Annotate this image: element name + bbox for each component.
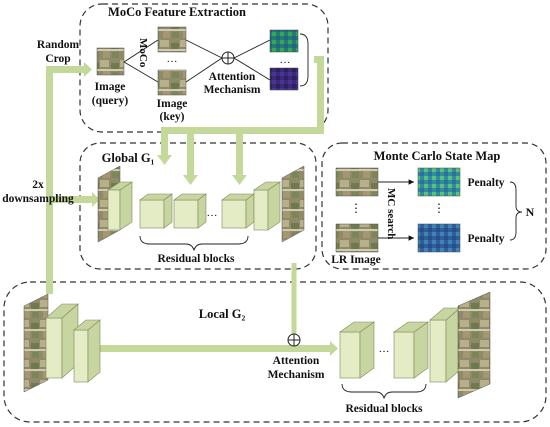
n-label: N — [526, 205, 535, 219]
random-crop-line1: Random — [37, 39, 80, 51]
global-blocks — [107, 181, 281, 231]
moco-connectors — [123, 39, 271, 83]
global-residual-brace — [139, 235, 249, 252]
residual-block-3-side — [245, 193, 255, 229]
global-block-first-side — [119, 181, 133, 231]
residual-block-2 — [173, 199, 199, 229]
local-block-a-top — [45, 303, 79, 319]
lr-image-2 — [335, 223, 379, 253]
monte-carlo-box — [321, 142, 547, 270]
local-block-b-side — [87, 319, 101, 383]
moco-box — [79, 3, 329, 133]
local-residual-brace — [341, 383, 427, 400]
mc-search-label: MC search — [385, 188, 397, 239]
local-output-image — [457, 291, 491, 399]
lr-image-1 — [335, 167, 379, 197]
penalty-brace — [509, 181, 523, 241]
global-block-last — [253, 189, 269, 231]
feature-bracket — [299, 33, 309, 87]
key-image-2 — [157, 69, 187, 96]
local-title: Local G₂ — [199, 307, 246, 321]
residual-block-1 — [139, 199, 165, 229]
local-block-a — [45, 317, 63, 379]
local-attention-line2: Mechanism — [268, 369, 325, 381]
local-residual-block-1-top — [339, 321, 375, 333]
residual-block-2-side — [197, 193, 207, 229]
moco-attention-line1: Attention — [209, 71, 256, 83]
moco-attention-plus-icon — [221, 51, 235, 65]
penalty-bottom: Penalty — [467, 233, 504, 245]
downsampling-line2: downsampling — [2, 193, 74, 205]
query-label-line1: Image — [95, 81, 126, 93]
local-residual-block-2-top — [393, 321, 429, 333]
lr-label: LR Image — [331, 254, 381, 266]
key-label-line2: (key) — [160, 111, 185, 123]
penalty-top: Penalty — [467, 177, 504, 189]
local-block-b — [73, 329, 89, 383]
lr-dots: ⋮ — [350, 201, 362, 215]
local-residual-label: Residual blocks — [345, 403, 423, 415]
local-input-blocks — [45, 303, 101, 383]
mc-arrows — [378, 179, 414, 241]
moco-title: MoCo Feature Extraction — [108, 5, 246, 19]
downsampling-line1: 2x — [32, 179, 44, 191]
feature-map-1 — [269, 29, 299, 53]
key-image-1 — [157, 26, 187, 53]
local-block-b-top — [73, 319, 101, 331]
query-image — [96, 47, 125, 76]
global-output-image — [281, 165, 305, 243]
moco-attention-line2: Mechanism — [204, 84, 261, 96]
local-attention-line1: Attention — [273, 355, 320, 367]
global-block-first-face — [107, 189, 121, 231]
global-block-last-top — [253, 181, 281, 191]
residual-block-1-side — [163, 193, 173, 229]
query-label-line2: (query) — [92, 95, 129, 107]
global-residual-label: Residual blocks — [157, 253, 235, 265]
global-block-last-side — [267, 181, 281, 231]
local-attention-plus-icon — [287, 333, 301, 347]
key-label-line1: Image — [157, 98, 188, 110]
global-box — [79, 142, 317, 270]
global-title: Global G₁ — [102, 151, 155, 165]
local-dots: … — [379, 343, 390, 355]
key-dots: … — [167, 53, 178, 65]
monte-carlo-title: Monte Carlo State Map — [374, 149, 501, 163]
local-residual-blocks — [339, 307, 461, 383]
global-dots: … — [207, 207, 218, 219]
local-input-image — [23, 293, 49, 393]
feature-dots: … — [280, 54, 291, 66]
feature-map-2 — [269, 67, 299, 91]
mc-map-1 — [417, 167, 461, 197]
local-residual-block-2 — [393, 331, 415, 379]
flow-arrows — [46, 56, 338, 356]
random-crop-line2: Crop — [45, 53, 70, 65]
local-box — [3, 281, 547, 423]
residual-block-3 — [221, 199, 247, 229]
local-output-block — [429, 319, 447, 383]
moco-vertical-label: MoCo — [137, 38, 149, 68]
mc-map-dots: ⋮ — [433, 201, 445, 215]
mc-map-2 — [417, 223, 461, 253]
local-residual-block-1 — [339, 331, 361, 379]
